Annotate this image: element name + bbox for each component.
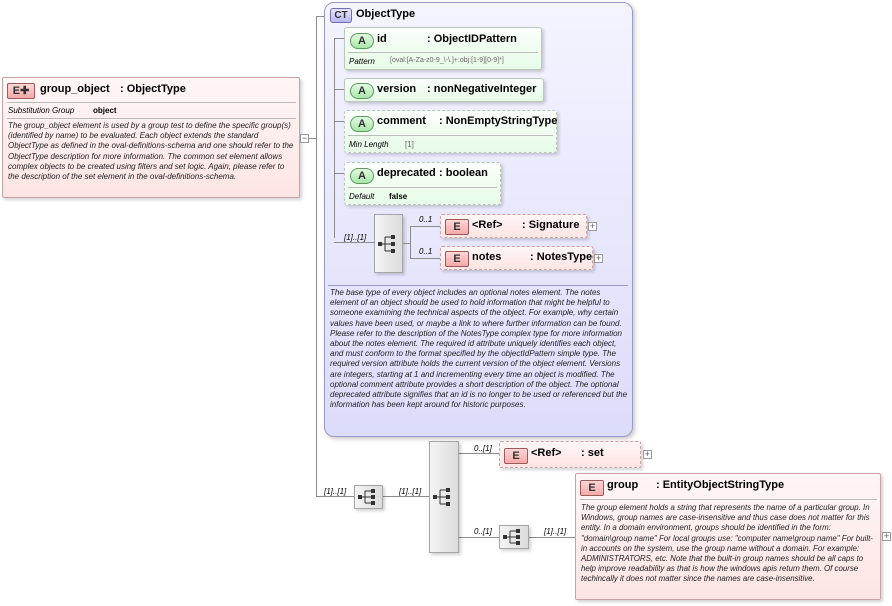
expand-toggle[interactable]: + [882,531,891,541]
ref-set-element[interactable]: E <Ref> : set [499,441,641,468]
element-type: : ObjectType [120,83,186,95]
facet-value: [1] [405,140,414,149]
facet-value: false [389,192,408,201]
separator [348,52,538,53]
element-documentation: The group_object element is used by a gr… [8,121,294,182]
separator [348,135,553,136]
connector [410,258,440,259]
connector [334,173,344,174]
ref-signature-element[interactable]: E <Ref> : Signature [440,214,587,238]
facet-label: Min Length [349,140,389,149]
sequence-cardinality: [1]..[1] [344,233,367,242]
connector [316,16,317,496]
expand-toggle[interactable]: + [594,253,603,263]
attribute-name: id [377,33,387,45]
connector [334,242,374,243]
attribute-type: : ObjectIDPattern [427,33,517,45]
substitution-group-label: Substitution Group [8,106,75,115]
connector [410,226,411,259]
sequence-cardinality: 0..[1] [474,527,492,536]
sequence-compositor[interactable] [354,485,383,509]
complex-type-name: ObjectType [356,8,416,20]
attribute-name: version [377,83,417,95]
element-documentation: The group element holds a string that re… [581,503,873,584]
expand-toggle[interactable]: + [643,449,652,459]
separator [7,102,296,103]
connector [334,38,344,39]
attribute-type: : nonNegativeInteger [427,83,537,95]
element-name: group [607,479,639,491]
connector [410,226,440,227]
connector [334,38,335,238]
expand-toggle[interactable]: + [588,221,597,231]
attribute-type: : NonEmptyStringType [439,115,558,127]
element-badge: E [504,448,528,464]
attribute-version[interactable]: A version : nonNegativeInteger [344,78,544,102]
group-element[interactable]: E group : EntityObjectStringType The gro… [575,473,881,600]
child-cardinality: 0..1 [419,215,433,224]
element-name: <Ref> [531,447,562,459]
attribute-comment[interactable]: A comment : NonEmptyStringType Min Lengt… [344,110,557,153]
element-name: notes [472,251,502,263]
separator [328,285,628,286]
separator [7,118,296,119]
attribute-badge: A [350,83,374,99]
connector [459,453,499,454]
choice-cardinality: [1]..[1] [399,487,422,496]
child-cardinality: 0..[1] [474,444,492,453]
element-badge: E [445,251,469,267]
group-object-element[interactable]: E✚ group_object : ObjectType Substitutio… [2,77,300,198]
attribute-type: : boolean [439,167,488,179]
element-name: group_object [40,83,110,95]
child-cardinality: 0..1 [419,247,433,256]
collapse-toggle[interactable]: − [300,133,309,143]
choice-cardinality: [1]..[1] [324,487,347,496]
choice-compositor[interactable] [429,441,459,553]
choice-icon [433,488,450,506]
child-cardinality: [1]..[1] [544,527,567,536]
substitution-group-value: object [93,106,117,115]
connector [316,496,354,497]
element-badge: E✚ [7,83,35,99]
element-type: : NotesType [530,251,593,263]
element-type: : set [581,447,604,459]
attribute-name: deprecated [377,167,436,179]
sequence-icon [358,489,375,505]
attribute-badge: A [350,33,374,49]
attribute-badge: A [350,168,374,184]
facet-label: Default [349,192,375,201]
connector [529,537,575,538]
sequence-icon [503,529,520,545]
element-name: <Ref> [472,219,503,231]
facet-value: [oval:[A-Za-z0-9_\-\.]+:obj:[1-9][0-9]*] [390,57,504,64]
attribute-badge: A [350,116,374,132]
sequence-icon [378,235,395,253]
attribute-id[interactable]: A id : ObjectIDPattern Pattern [oval:[A-… [344,27,542,70]
element-type: : EntityObjectStringType [656,479,785,491]
element-type: : Signature [522,219,580,231]
element-badge: E [580,480,604,496]
complex-type-documentation: The base type of every object includes a… [330,288,628,410]
sequence-compositor[interactable] [374,214,403,273]
connector [334,89,344,90]
connector [403,243,410,244]
complex-type-badge: CT [330,8,352,23]
connector [459,537,499,538]
connector [334,121,344,122]
attribute-deprecated[interactable]: A deprecated : boolean Default false [344,162,501,205]
notes-element[interactable]: E notes : NotesType [440,246,593,270]
attribute-name: comment [377,115,426,127]
optional-sequence-compositor[interactable] [499,525,529,549]
separator [580,499,877,500]
connector [316,16,325,17]
element-badge: E [445,219,469,235]
separator [348,187,497,188]
connector [383,496,429,497]
facet-label: Pattern [349,57,375,66]
